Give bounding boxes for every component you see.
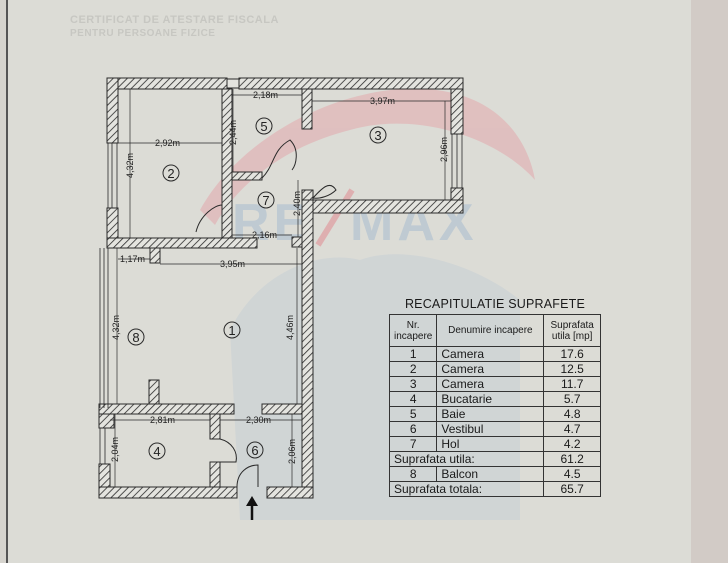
table-row: 7 Hol 4.2 [388,436,601,452]
adjacent-page-edge [691,0,728,563]
row-area: 4.7 [543,421,601,437]
row-nr: 3 [388,376,438,392]
table-row: 5 Baie 4.8 [388,406,601,422]
row-nr: 8 [388,466,438,482]
dim-room5-width: 2,18m [253,90,278,100]
row-nr: 2 [388,361,438,377]
row-area: 4.2 [543,436,601,452]
dim-room4-height: 2,04m [110,437,120,462]
room-numbers: 1 2 3 4 5 6 7 8 [132,119,381,459]
row-nr: 1 [388,346,438,362]
room-5-label: 5 [260,119,267,134]
table-row: 1 Camera 17.6 [388,346,601,362]
row-area: 5.7 [543,391,601,407]
dim-room7-width: 2,16m [252,230,277,240]
table-row: 2 Camera 12.5 [388,361,601,377]
dimension-labels: 2,92m 4,32m 2,18m 2,44m 3,97m 2,96m 2,16… [110,90,449,464]
table-row: 3 Camera 11.7 [388,376,601,392]
row-name: Balcon [436,466,545,482]
dim-room6-height: 2,06m [287,439,297,464]
room-8-label: 8 [132,330,139,345]
room-1-label: 1 [228,323,235,338]
row-name: Camera [436,376,545,392]
dim-room1-width: 3,95m [220,259,245,269]
dim-room1-height: 4,46m [285,315,295,340]
doors [195,139,337,488]
row-nr: 7 [388,436,438,452]
row-name: Camera [436,346,545,362]
dim-room2-height: 4,32m [125,153,135,178]
table-row: 8 Balcon 4.5 [388,466,601,482]
row-name: Camera [436,361,545,377]
row-nr: 6 [388,421,438,437]
row-name: Vestibul [436,421,545,437]
room-2-label: 2 [167,166,174,181]
row-area: 4.5 [543,466,601,482]
area-summary-table: Nr. incapere Denumire incapere Suprafata… [388,314,601,497]
room-6-label: 6 [251,443,258,458]
room-3-label: 3 [374,128,381,143]
dim-room5-height: 2,44m [228,120,238,145]
row-area: 12.5 [543,361,601,377]
total-area-value: 65.7 [543,481,601,497]
row-name: Hol [436,436,545,452]
useful-area-row: Suprafata utila: 61.2 [388,451,601,467]
dim-room6-width: 2,30m [246,415,271,425]
dim-room8-height: 4,32m [111,315,121,340]
dim-room4-width: 2,81m [150,415,175,425]
dimension-lines [110,89,451,487]
dim-room3-height: 2,96m [439,137,449,162]
dim-room2-width: 2,92m [155,138,180,148]
dim-room3-width: 3,97m [370,96,395,106]
windows [99,134,463,464]
room-7-label: 7 [262,193,269,208]
row-nr: 5 [388,406,438,422]
total-area-row: Suprafata totala: 65.7 [388,481,601,497]
entrance-arrow-icon [246,496,258,520]
faded-background-text: PENTRU PERSOANE FIZICE [70,28,216,39]
row-area: 11.7 [543,376,601,392]
table-row: 4 Bucatarie 5.7 [388,391,601,407]
row-name: Baie [436,406,545,422]
dim-room8-width: 1,17m [120,254,145,264]
total-area-label: Suprafata totala: [388,481,545,497]
row-nr: 4 [388,391,438,407]
useful-area-value: 61.2 [543,451,601,467]
header-name: Denumire incapere [436,314,545,347]
table-row: 6 Vestibul 4.7 [388,421,601,437]
header-area: Suprafata utila [mp] [543,314,601,347]
table-header-row: Nr. incapere Denumire incapere Suprafata… [388,314,601,347]
row-area: 4.8 [543,406,601,422]
dim-room7-height: 2,40m [292,191,302,216]
row-name: Bucatarie [436,391,545,407]
room-4-label: 4 [153,444,160,459]
summary-title: RECAPITULATIE SUPRAFETE [404,297,586,311]
room-labels [127,117,387,460]
faded-background-text: CERTIFICAT DE ATESTARE FISCALA [70,14,279,26]
header-nr: Nr. incapere [388,314,438,347]
row-area: 17.6 [543,346,601,362]
useful-area-label: Suprafata utila: [388,451,545,467]
walls [98,77,464,499]
